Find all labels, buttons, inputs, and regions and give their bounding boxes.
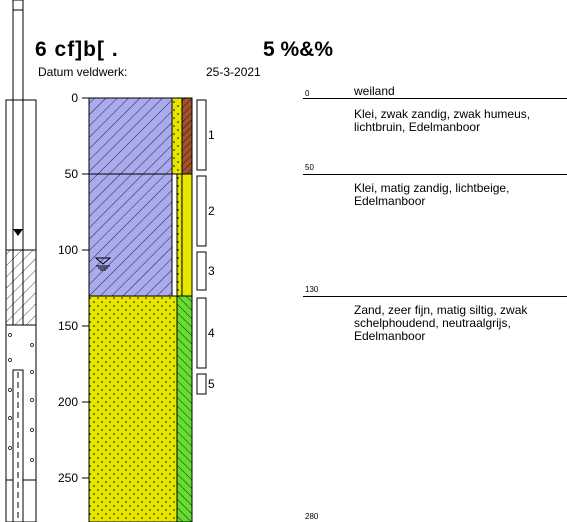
clay-layer [88, 97, 173, 297]
depth-tick: 50 [64, 167, 78, 181]
layer-separator [303, 296, 567, 297]
layer-depth: 130 [305, 285, 319, 294]
layer-description: Klei, matig zandig, lichtbeige, Edelmanb… [354, 181, 510, 208]
layer-separator [303, 98, 567, 99]
lithology-column [88, 97, 193, 522]
depth-axis [82, 97, 90, 522]
layer-title: weiland [354, 84, 395, 98]
sand-layer [88, 295, 178, 522]
date-label: Datum veldwerk: [38, 65, 128, 79]
date-value: 25-3-2021 [206, 65, 261, 79]
monitoring-well [5, 0, 37, 522]
layer-description: Zand, zeer fijn, matig siltig, zwak sche… [354, 303, 528, 343]
sample-number: 1 [208, 128, 215, 142]
layer-separator [303, 174, 567, 175]
well-water-level-icon [13, 229, 23, 236]
sample-number: 5 [208, 377, 215, 391]
layer-depth: 280 [305, 512, 319, 521]
depth-tick: 0 [71, 91, 78, 105]
layer-depth: 0 [305, 89, 310, 98]
sample-number: 3 [208, 264, 215, 278]
depth-tick: 250 [57, 471, 78, 485]
depth-tick: 200 [57, 395, 78, 409]
project-code: 5 %&% [263, 38, 334, 61]
sample-boxes [196, 99, 207, 395]
sample-number: 4 [208, 326, 215, 340]
depth-tick: 150 [57, 319, 78, 333]
sample-number: 2 [208, 204, 215, 218]
layer-description: Klei, zwak zandig, zwak humeus, lichtbru… [354, 107, 531, 134]
depth-tick: 100 [57, 243, 78, 257]
groundwater-level-icon [94, 257, 112, 271]
layer-depth: 50 [305, 163, 314, 172]
borehole-code: 6 cf]b[ . [35, 38, 119, 61]
